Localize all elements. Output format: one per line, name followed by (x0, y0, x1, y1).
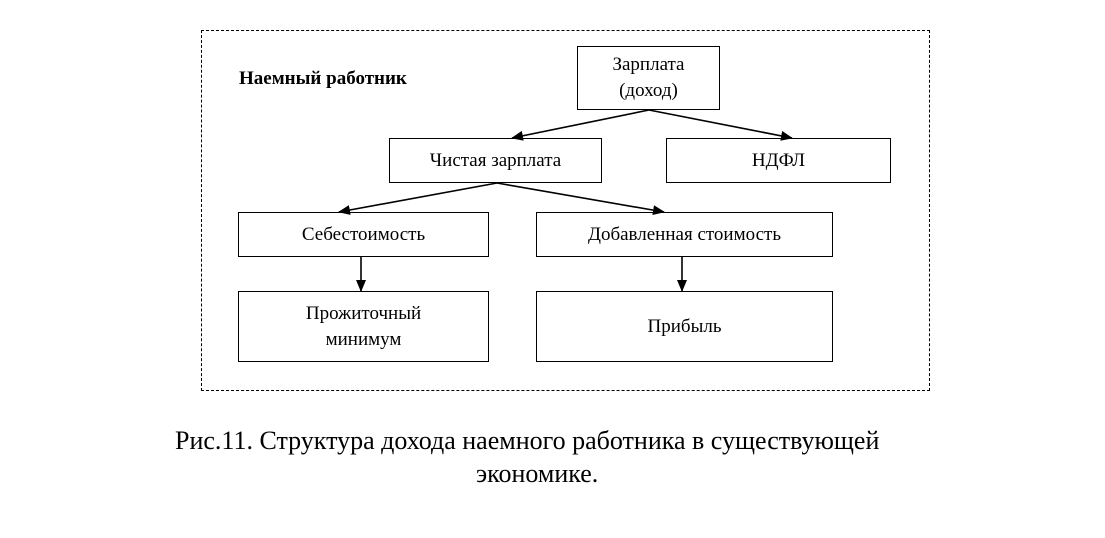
caption-line-2: экономике. (476, 459, 599, 488)
caption-line-1: Рис.11. Структура дохода наемного работн… (175, 426, 880, 455)
node-cost: Себестоимость (238, 212, 489, 257)
arrow-salary-to-net-salary (511, 109, 650, 141)
node-net-salary: Чистая зарплата (389, 138, 602, 183)
arrow-net-salary-to-cost (338, 182, 498, 215)
node-ndfl: НДФЛ (666, 138, 891, 183)
arrow-salary-to-ndfl (648, 109, 793, 141)
node-profit: Прибыль (536, 291, 833, 362)
node-subsistence-minimum: Прожиточный минимум (238, 291, 489, 362)
diagram-frame (201, 30, 930, 391)
node-salary: Зарплата (доход) (577, 46, 720, 110)
node-added-value: Добавленная стоимость (536, 212, 833, 257)
frame-label: Наемный работник (239, 68, 407, 89)
arrow-net-salary-to-added-value (496, 182, 665, 216)
